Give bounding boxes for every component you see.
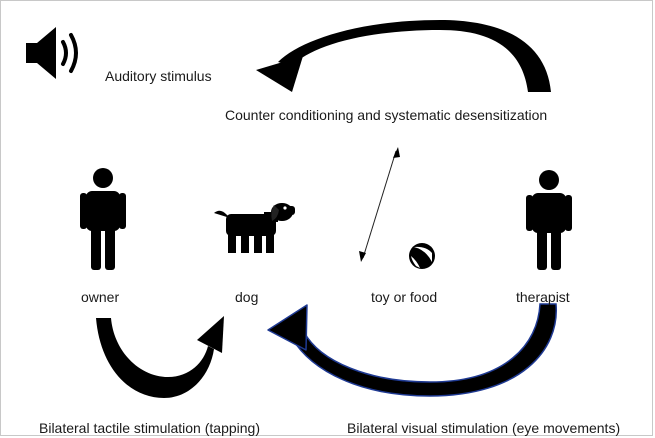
dog-label: dog: [235, 289, 259, 305]
eye-line-arrow: [359, 147, 400, 262]
therapist-label: therapist: [516, 289, 570, 305]
tactile-arrow: [96, 316, 224, 398]
therapist-person-icon: [526, 170, 572, 270]
auditory-stimulus-label: Auditory stimulus: [105, 68, 212, 84]
tactile-stimulation-label: Bilateral tactile stimulation (tapping): [39, 420, 260, 436]
auditory-arrow: [256, 20, 551, 92]
speaker-icon: [26, 27, 78, 79]
counter-conditioning-label: Counter conditioning and systematic dese…: [225, 107, 548, 123]
owner-person-icon: [80, 168, 126, 270]
ball-icon: [409, 243, 435, 269]
toy-or-food-label: toy or food: [371, 289, 438, 305]
visual-arrow: [267, 303, 557, 397]
visual-stimulation-label: Bilateral visual stimulation (eye moveme…: [347, 420, 621, 436]
owner-label: owner: [81, 289, 120, 305]
dog-icon: [214, 203, 295, 253]
